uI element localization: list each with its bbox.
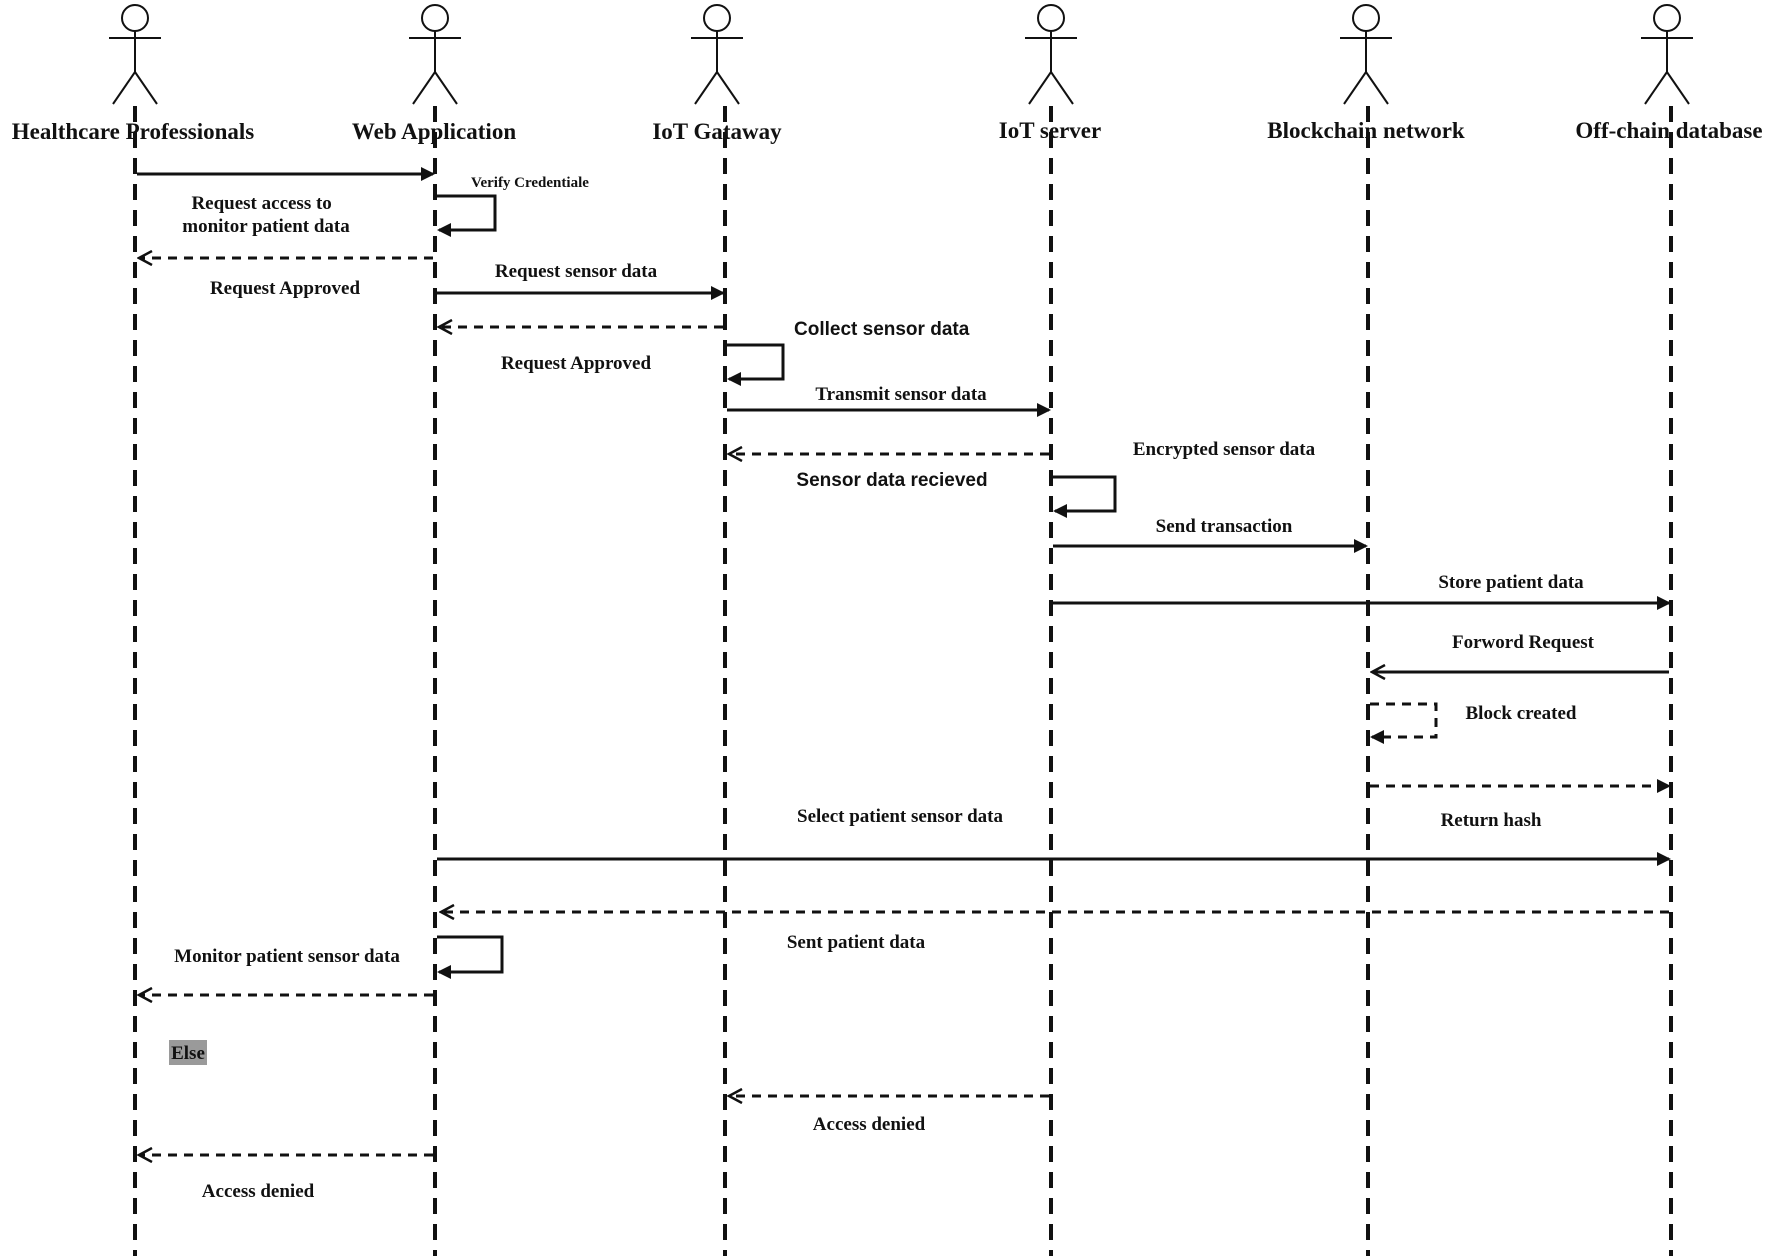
message-label: Access denied	[202, 1181, 315, 1202]
else-fragment-label: Else	[169, 1040, 207, 1065]
lifelines	[133, 106, 1673, 1256]
actor-figure-icon	[1340, 4, 1392, 105]
actor-off-chain-database: Off-chain database	[1575, 4, 1763, 143]
actor-figure-icon	[409, 4, 461, 105]
actor-iot-gateway: IoT Gataway	[652, 4, 782, 144]
message-label: Sent patient data	[787, 932, 926, 953]
actor-figure-icon	[1025, 4, 1077, 105]
message-label: Request access to monitor patient data	[182, 193, 350, 237]
message-label: Encrypted sensor data	[1133, 439, 1316, 460]
message-label: Return hash	[1441, 810, 1542, 831]
else-label-background	[169, 1040, 207, 1065]
message-label: Send transaction	[1156, 516, 1293, 537]
actor-iot-server: IoT server	[999, 4, 1101, 143]
message-label: Monitor patient sensor data	[174, 946, 400, 967]
message-label: Access denied	[813, 1114, 926, 1135]
message-label: Sensor data recieved	[796, 470, 987, 491]
message-label: Select patient sensor data	[797, 806, 1003, 827]
message-label: Block created	[1466, 703, 1577, 724]
actor-blockchain-network: Blockchain network	[1267, 4, 1465, 143]
self-message-arrow	[727, 343, 785, 386]
self-message-arrow	[437, 935, 504, 979]
self-message-arrow	[1370, 702, 1438, 744]
message-label: Request Approved	[501, 353, 652, 374]
message-label: Verify Credentiale	[471, 175, 589, 191]
actor-figure-icon	[109, 4, 161, 105]
message-label: Forword Request	[1452, 632, 1595, 653]
actor-healthcare-professionals: Healthcare Professionals	[12, 4, 254, 144]
actor-figure-icon	[1641, 4, 1693, 105]
message-label: Transmit sensor data	[815, 384, 987, 405]
self-message-arrow	[1053, 475, 1117, 518]
actor-web-application: Web Application	[352, 4, 516, 144]
message-label: Request sensor data	[495, 261, 658, 282]
actor-label: IoT Gataway	[652, 119, 782, 144]
message-label: Request Approved	[210, 278, 361, 299]
actor-figure-icon	[691, 4, 743, 105]
message-label: Store patient data	[1438, 572, 1584, 593]
self-message-arrow	[437, 194, 497, 237]
message-label: Collect sensor data	[794, 319, 970, 340]
messages: Request access to monitor patient data V…	[137, 167, 1671, 1202]
else-label: Else	[171, 1043, 205, 1064]
